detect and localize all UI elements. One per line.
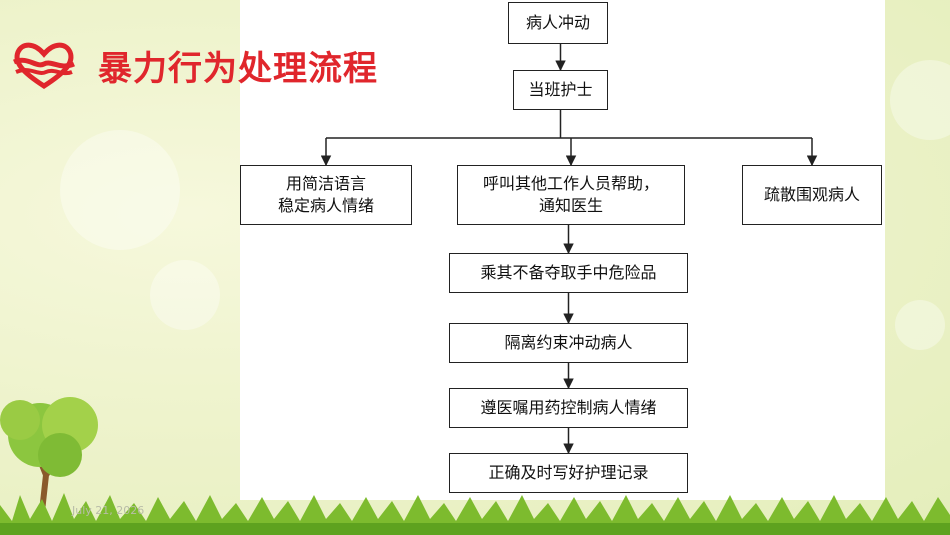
bokeh-decoration — [890, 60, 950, 140]
grass-decoration — [0, 493, 950, 535]
flow-node-disperse-onlookers: 疏散围观病人 — [742, 165, 882, 225]
bokeh-decoration — [150, 260, 220, 330]
heart-knot-icon — [13, 42, 75, 89]
slide-date: July 21, 2026 — [72, 504, 145, 517]
flow-node-nursing-record: 正确及时写好护理记录 — [449, 453, 688, 493]
flow-node-medication-control: 遵医嘱用药控制病人情绪 — [449, 388, 688, 428]
flow-node-call-help: 呼叫其他工作人员帮助， 通知医生 — [457, 165, 685, 225]
flow-node-duty-nurse: 当班护士 — [513, 70, 608, 110]
slide-header: 暴力行为处理流程 — [12, 40, 378, 90]
bokeh-decoration — [60, 130, 180, 250]
bokeh-decoration — [895, 300, 945, 350]
flow-node-patient-impulse: 病人冲动 — [508, 2, 608, 44]
flow-node-calm-patient: 用简洁语言 稳定病人情绪 — [240, 165, 412, 225]
slide-title: 暴力行为处理流程 — [98, 48, 378, 89]
flow-node-isolate-restrain: 隔离约束冲动病人 — [449, 323, 688, 363]
tree-illustration — [0, 397, 98, 530]
flow-node-seize-dangerous-item: 乘其不备夺取手中危险品 — [449, 253, 688, 293]
